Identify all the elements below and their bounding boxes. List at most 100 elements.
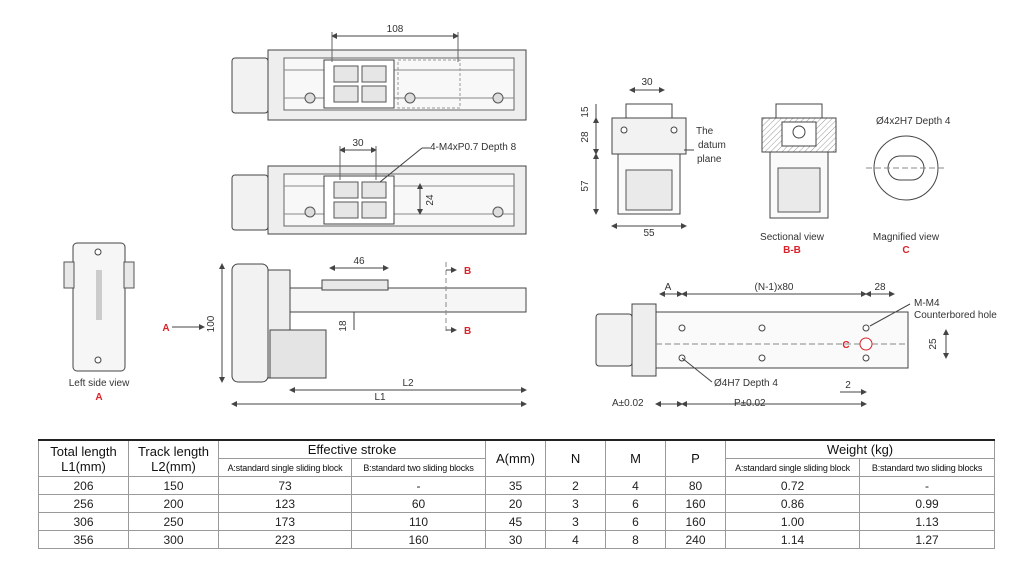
- magnified-view: Ø4x2H7 Depth 4 Magnified view C: [866, 116, 951, 256]
- cell-m: 4: [605, 476, 667, 495]
- cell-a: 35: [485, 476, 547, 495]
- dim-30-end: 30: [641, 77, 653, 88]
- section-B-bottom: B: [464, 326, 471, 337]
- bottom-view: A (N-1)x80 28 M-M4 Counterbored hole C 2…: [595, 282, 997, 409]
- header-n: N: [545, 439, 607, 477]
- cell-stroke-a: 173: [218, 512, 352, 531]
- top-view-2: 30 24 4-M4xP0.7 Depth 8: [231, 138, 527, 235]
- dim-pitch: (N-1)x80: [755, 282, 794, 293]
- cell-weight-a: 1.00: [725, 512, 861, 531]
- cell-l1: 206: [38, 476, 129, 495]
- cell-a: 30: [485, 530, 547, 549]
- header-stroke-a: A:standard single sliding block: [218, 458, 352, 477]
- dim-30-top: 30: [352, 138, 364, 149]
- cell-l2: 250: [128, 512, 219, 531]
- cell-l2: 300: [128, 530, 219, 549]
- sectional-caption: Sectional view: [760, 232, 825, 243]
- cell-weight-b: 0.99: [859, 494, 996, 513]
- dim-18: 18: [338, 320, 349, 332]
- arrow-A-label: A: [162, 323, 169, 334]
- cell-stroke-b: 110: [350, 512, 487, 531]
- table-row: 356 300 223 160 30 4 8 240 1.14 1.27: [38, 530, 996, 549]
- cell-p: 160: [665, 494, 727, 513]
- cell-a: 20: [485, 494, 547, 513]
- sectional-view: Sectional view B-B: [760, 103, 837, 256]
- dim-57: 57: [580, 180, 591, 192]
- dim-28-bottom: 28: [874, 282, 886, 293]
- table-row: 306 250 173 110 45 3 6 160 1.00 1.13: [38, 512, 996, 531]
- dim-100: 100: [206, 315, 217, 332]
- left-side-caption: Left side view: [69, 378, 130, 389]
- cell-stroke-a: 223: [218, 530, 352, 549]
- cell-m: 6: [605, 512, 667, 531]
- dim-L2: L2: [402, 378, 414, 389]
- cell-weight-b: 1.13: [859, 512, 996, 531]
- cell-stroke-b: -: [350, 476, 487, 495]
- header-weight-a: A:standard single sliding block: [725, 458, 861, 477]
- header-m: M: [605, 439, 667, 477]
- magnified-tag: C: [902, 245, 909, 256]
- magnified-note: Ø4x2H7 Depth 4: [876, 116, 951, 127]
- note-pin: Ø4H7 Depth 4: [714, 378, 778, 389]
- cell-m: 8: [605, 530, 667, 549]
- header-p: P: [665, 439, 727, 477]
- cell-weight-b: 1.27: [859, 530, 996, 549]
- dim-15: 15: [580, 106, 591, 118]
- dim-25: 25: [928, 338, 939, 350]
- cell-p: 160: [665, 512, 727, 531]
- tol-A: A±0.02: [612, 398, 644, 409]
- cell-p: 80: [665, 476, 727, 495]
- cell-weight-a: 0.72: [725, 476, 861, 495]
- sectional-tag: B-B: [783, 245, 801, 256]
- header-a: A(mm): [485, 439, 547, 477]
- cell-stroke-a: 73: [218, 476, 352, 495]
- cell-stroke-a: 123: [218, 494, 352, 513]
- note-m-m4: M-M4: [914, 298, 940, 309]
- cell-l1: 306: [38, 512, 129, 531]
- side-view: 46 18 100 L2 L1 A B B: [162, 256, 527, 407]
- bottom-tag-C: C: [842, 340, 849, 351]
- dim-2: 2: [845, 380, 851, 391]
- dim-46: 46: [353, 256, 365, 267]
- dim-L1: L1: [374, 392, 386, 403]
- header-effective-stroke: Effective stroke: [217, 439, 487, 459]
- technical-drawing: 108 30 24 4-M4xP0.7 Depth 8 Left side vi…: [63, 24, 997, 409]
- cell-p: 240: [665, 530, 727, 549]
- magnified-caption: Magnified view: [873, 232, 940, 243]
- cell-weight-a: 1.14: [725, 530, 861, 549]
- cell-stroke-b: 160: [350, 530, 487, 549]
- cell-n: 4: [545, 530, 607, 549]
- end-view: 30 15 28 57 55 The datum plane: [580, 77, 726, 239]
- cell-l2: 150: [128, 476, 219, 495]
- section-B-top: B: [464, 266, 471, 277]
- cell-n: 3: [545, 494, 607, 513]
- note-counterbored: Counterbored hole: [914, 310, 997, 321]
- cell-l1: 256: [38, 494, 129, 513]
- header-weight-b: B:standard two sliding blocks: [859, 458, 996, 477]
- cell-n: 2: [545, 476, 607, 495]
- dim-55: 55: [643, 228, 655, 239]
- tol-P: P±0.02: [734, 398, 766, 409]
- top-view: 108: [231, 24, 527, 121]
- cell-weight-a: 0.86: [725, 494, 861, 513]
- cell-m: 6: [605, 494, 667, 513]
- cell-stroke-b: 60: [350, 494, 487, 513]
- cell-l2: 200: [128, 494, 219, 513]
- table-row: 206 150 73 - 35 2 4 80 0.72 -: [38, 476, 996, 495]
- dim-28-end: 28: [580, 131, 591, 143]
- datum-line-2: datum: [698, 140, 726, 151]
- datum-line-3: plane: [697, 154, 722, 165]
- header-stroke-b: B:standard two sliding blocks: [350, 458, 487, 477]
- left-side-view: Left side view A: [63, 242, 135, 403]
- hole-note: 4-M4xP0.7 Depth 8: [430, 142, 517, 153]
- cell-l1: 356: [38, 530, 129, 549]
- cell-n: 3: [545, 512, 607, 531]
- cell-a: 45: [485, 512, 547, 531]
- left-side-tag: A: [95, 392, 102, 403]
- cell-weight-b: -: [859, 476, 996, 495]
- dim-A-bottom: A: [665, 282, 672, 293]
- datum-line-1: The: [696, 126, 714, 137]
